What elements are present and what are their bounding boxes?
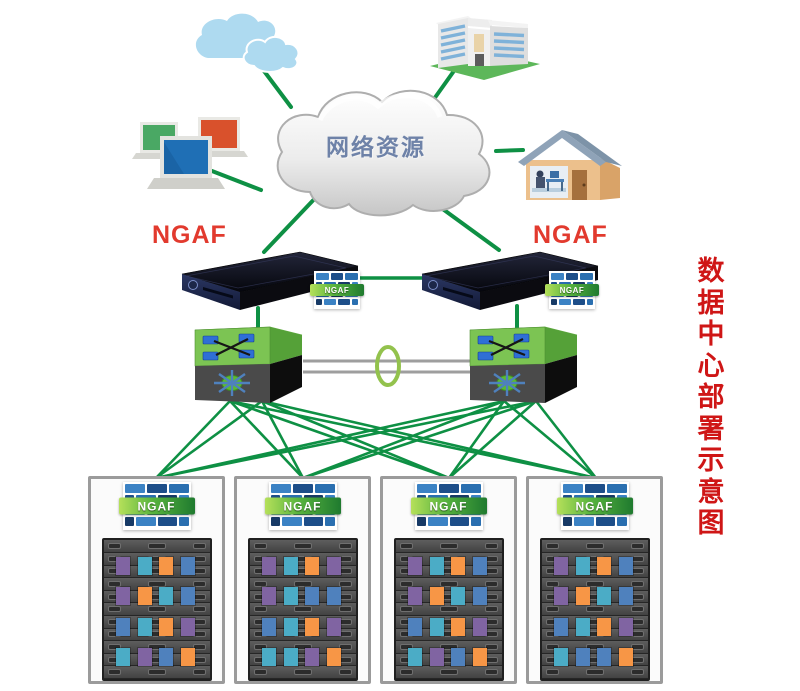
- rack-unit: [247, 538, 358, 681]
- vm-tile: [159, 648, 174, 667]
- vm-tile: [408, 648, 423, 667]
- vm-tile: [597, 587, 612, 606]
- vm-tile: [472, 556, 487, 575]
- vm-tile: [159, 587, 174, 606]
- vm-tile: [451, 648, 466, 667]
- vm-tile: [408, 587, 423, 606]
- vm-tile: [618, 587, 633, 606]
- vm-tile: [575, 587, 590, 606]
- vm-tile: [159, 556, 174, 575]
- vm-tile: [554, 648, 569, 667]
- vm-tile: [554, 556, 569, 575]
- vm-tile: [618, 556, 633, 575]
- vm-tile: [429, 556, 444, 575]
- vm-tile: [116, 617, 131, 636]
- vm-tile: [472, 587, 487, 606]
- vm-tile: [429, 648, 444, 667]
- server-rack: NGAF: [526, 476, 663, 684]
- vm-tile: [554, 587, 569, 606]
- vm-tile: [305, 556, 320, 575]
- ngaf-firewall-badge-icon: NGAF: [310, 271, 364, 309]
- vm-tile: [137, 556, 152, 575]
- internet-cloud-icon: [188, 12, 306, 74]
- server-racks: NGAF NGAF NGAF NGAF: [88, 476, 668, 686]
- vm-tile: [180, 617, 195, 636]
- vm-tile: [429, 617, 444, 636]
- vm-tile: [408, 617, 423, 636]
- vm-tile: [472, 617, 487, 636]
- vm-tile: [283, 648, 298, 667]
- vm-tile: [262, 587, 277, 606]
- vm-tile: [554, 617, 569, 636]
- vm-tile: [180, 556, 195, 575]
- branch-office-icon: [510, 122, 628, 207]
- network-cloud: 网络资源: [250, 72, 502, 220]
- vm-tile: [575, 648, 590, 667]
- vm-tile: [597, 617, 612, 636]
- ngaf-firewall-badge-icon: NGAF: [264, 482, 341, 531]
- vm-tile: [618, 617, 633, 636]
- ngaf-firewall-badge-icon: NGAF: [118, 482, 195, 531]
- vm-tile: [180, 648, 195, 667]
- vm-tile: [116, 648, 131, 667]
- vm-tile: [597, 556, 612, 575]
- vm-tile: [159, 617, 174, 636]
- vm-tile: [283, 617, 298, 636]
- office-buildings-icon: [424, 2, 546, 82]
- vm-tile: [305, 617, 320, 636]
- vm-tile: [262, 617, 277, 636]
- client-computers-icon: [122, 112, 257, 207]
- firewall-appliance-left: NGAF: [176, 246, 364, 316]
- vm-tile: [137, 648, 152, 667]
- vm-tile: [283, 587, 298, 606]
- rack-unit: [539, 538, 650, 681]
- vm-tile: [451, 556, 466, 575]
- server-rack: NGAF: [88, 476, 225, 684]
- aggregation-ring-icon: [375, 345, 401, 387]
- vm-tile: [180, 587, 195, 606]
- firewall-appliance-right: NGAF: [416, 246, 602, 316]
- vm-tile: [116, 556, 131, 575]
- rack-unit: [393, 538, 504, 681]
- side-title: 数据中心部署示意图: [697, 256, 725, 538]
- ngaf-firewall-badge-icon: NGAF: [545, 271, 599, 309]
- vm-tile: [326, 556, 341, 575]
- ngaf-firewall-badge-icon: NGAF: [556, 482, 633, 531]
- vm-tile: [597, 648, 612, 667]
- vm-tile: [575, 617, 590, 636]
- vm-tile: [116, 587, 131, 606]
- server-rack: NGAF: [234, 476, 371, 684]
- vm-tile: [575, 556, 590, 575]
- vm-tile: [137, 617, 152, 636]
- ngaf-firewall-badge-icon: NGAF: [410, 482, 487, 531]
- rack-unit: [101, 538, 212, 681]
- vm-tile: [262, 648, 277, 667]
- ha-link-lines: [303, 359, 470, 374]
- server-rack: NGAF: [380, 476, 517, 684]
- mesh-links: [155, 399, 598, 480]
- core-switch-left: [192, 324, 305, 406]
- vm-tile: [451, 587, 466, 606]
- vm-tile: [429, 587, 444, 606]
- vm-tile: [326, 617, 341, 636]
- vm-tile: [472, 648, 487, 667]
- vm-tile: [262, 556, 277, 575]
- core-switch-right: [467, 324, 580, 406]
- vm-tile: [326, 648, 341, 667]
- vm-tile: [305, 648, 320, 667]
- vm-tile: [283, 556, 298, 575]
- ngaf-label-right: NGAF: [533, 221, 608, 249]
- vm-tile: [305, 587, 320, 606]
- vm-tile: [408, 556, 423, 575]
- cloud-label: 网络资源: [326, 134, 426, 160]
- ngaf-label-left: NGAF: [152, 221, 227, 249]
- vm-tile: [451, 617, 466, 636]
- vm-tile: [618, 648, 633, 667]
- vm-tile: [326, 587, 341, 606]
- vm-tile: [137, 587, 152, 606]
